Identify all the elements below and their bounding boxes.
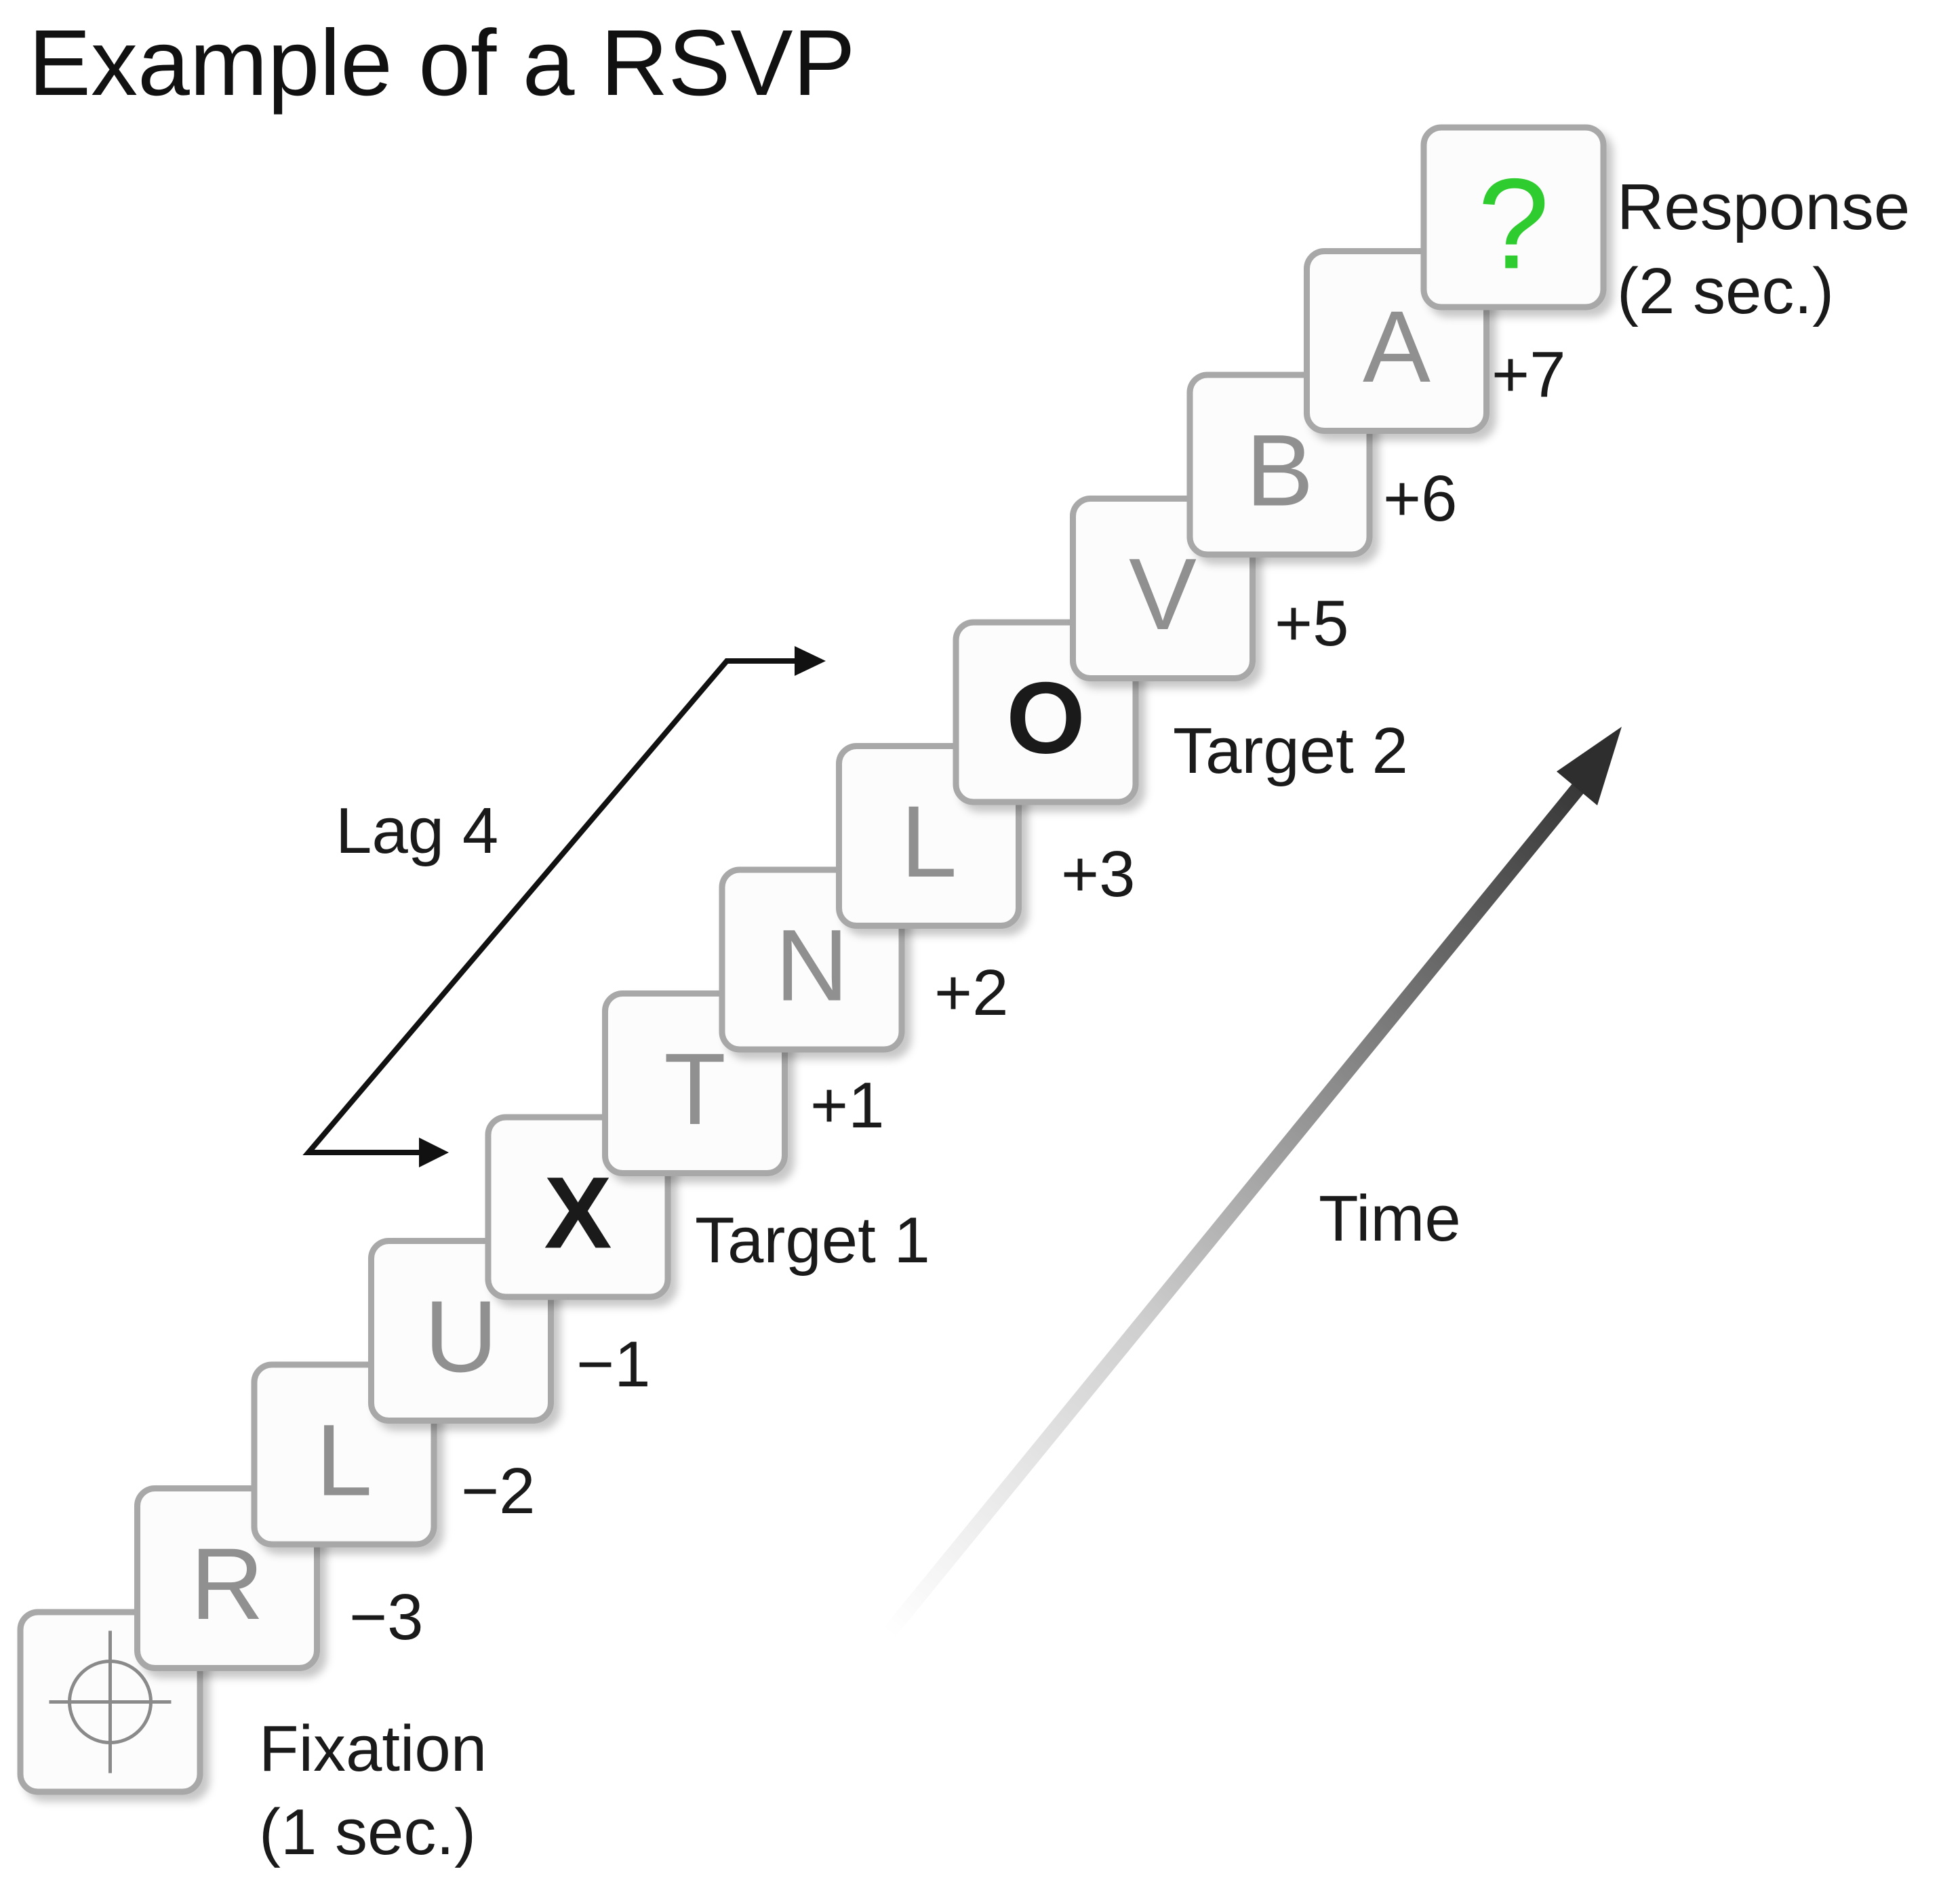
position-label: +6: [1383, 462, 1457, 535]
target-label: Target 2: [1173, 715, 1408, 787]
card-letter: A: [1363, 289, 1431, 403]
card-12: ?: [1420, 124, 1607, 310]
card-letter: R: [191, 1527, 264, 1641]
card-letter: L: [900, 784, 957, 898]
time-arrow-icon: [881, 727, 1622, 1641]
card-letter: X: [544, 1156, 612, 1270]
lag-label: Lag 4: [336, 795, 498, 867]
position-label: +5: [1275, 587, 1348, 660]
response-duration: (2 sec.): [1617, 255, 1834, 327]
position-label: −3: [349, 1581, 423, 1653]
target-label: Target 1: [695, 1204, 930, 1277]
position-label: +7: [1492, 338, 1565, 411]
card-letter: O: [1006, 661, 1085, 775]
crosshair-icon: [49, 1630, 172, 1773]
lag-bracket-arrow: [302, 646, 826, 1167]
time-label: Time: [1319, 1182, 1461, 1255]
card-frame: [1420, 124, 1607, 310]
position-label: +1: [810, 1069, 884, 1142]
card-letter: V: [1129, 537, 1197, 651]
card-letter: U: [424, 1279, 498, 1393]
card-letter: T: [664, 1032, 726, 1146]
card-letter: L: [316, 1403, 372, 1517]
card-letter: N: [775, 908, 848, 1022]
response-question-mark: ?: [1478, 153, 1550, 296]
response-label: Response: [1617, 171, 1910, 243]
card-letter: B: [1245, 414, 1313, 527]
position-label: +2: [934, 957, 1008, 1029]
fixation-duration: (1 sec.): [259, 1796, 476, 1868]
position-label: −2: [461, 1455, 535, 1527]
diagram-title: Example of a RSVP: [28, 11, 856, 115]
position-label: −1: [576, 1328, 650, 1401]
fixation-label: Fixation: [259, 1712, 487, 1785]
position-label: +3: [1061, 838, 1135, 910]
